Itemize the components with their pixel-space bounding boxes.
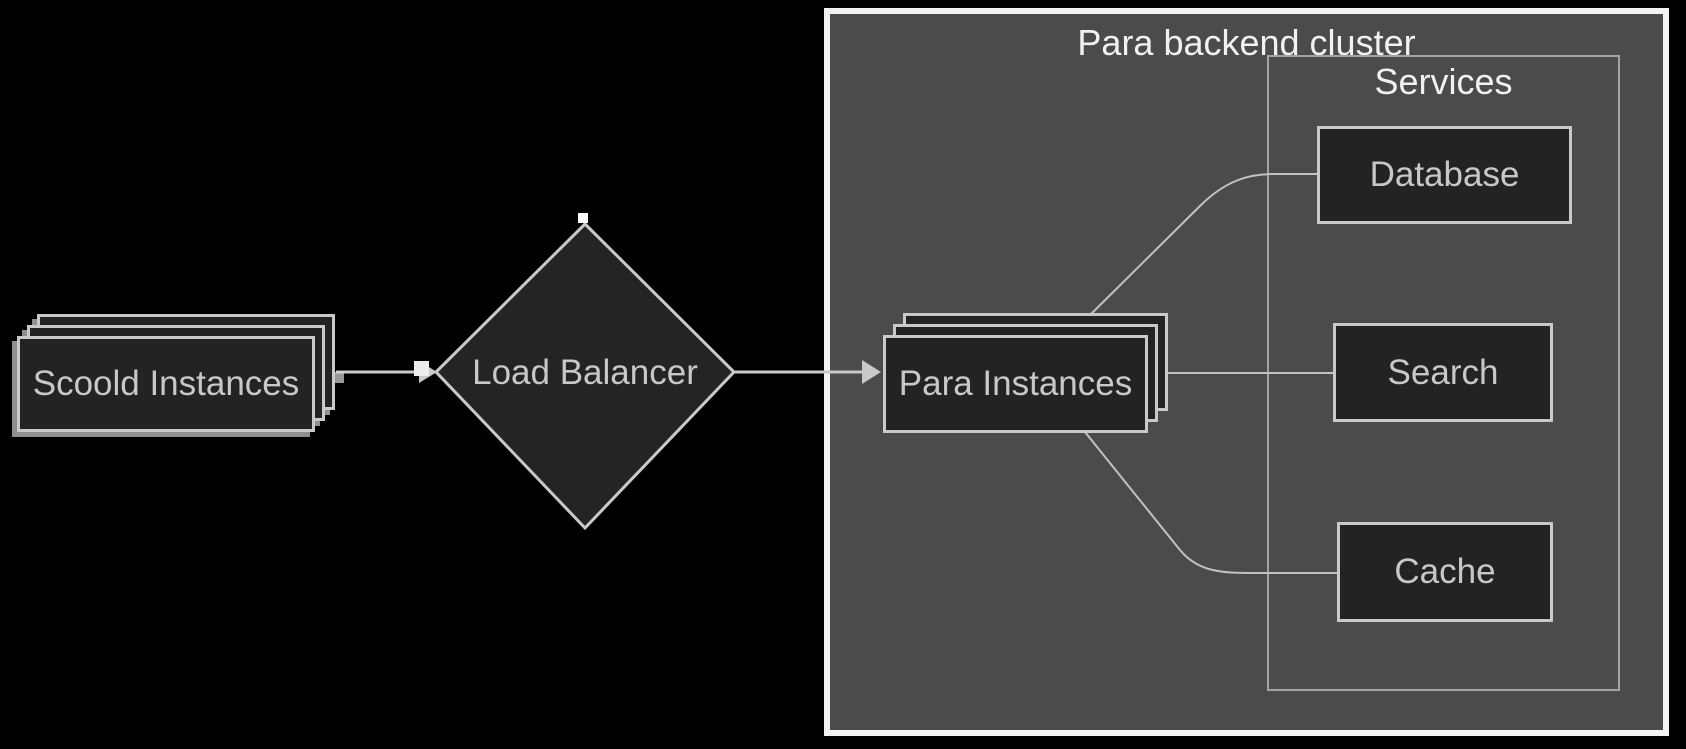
load-balancer-label: Load Balancer: [472, 353, 698, 392]
cache-label: Cache: [1394, 552, 1496, 591]
search-label: Search: [1387, 352, 1499, 392]
database-label: Database: [1369, 155, 1520, 194]
connection-point-marker-top: [578, 213, 588, 223]
para-instances-node[interactable]: Para Instances: [883, 335, 1148, 433]
arrowhead-scoold-to-load-balancer: [419, 361, 437, 383]
scoold-instances-label: Scoold Instances: [32, 364, 300, 403]
cache-node[interactable]: Cache: [1337, 522, 1553, 622]
scoold-instances-node[interactable]: Scoold Instances: [17, 336, 315, 432]
para-instances-label: Para Instances: [898, 364, 1133, 403]
connection-point-marker: [334, 372, 344, 383]
connection-point-marker-left: [414, 361, 429, 376]
search-node[interactable]: Search: [1333, 323, 1553, 422]
database-node[interactable]: Database: [1317, 126, 1572, 224]
services-title: Services: [1374, 61, 1513, 102]
